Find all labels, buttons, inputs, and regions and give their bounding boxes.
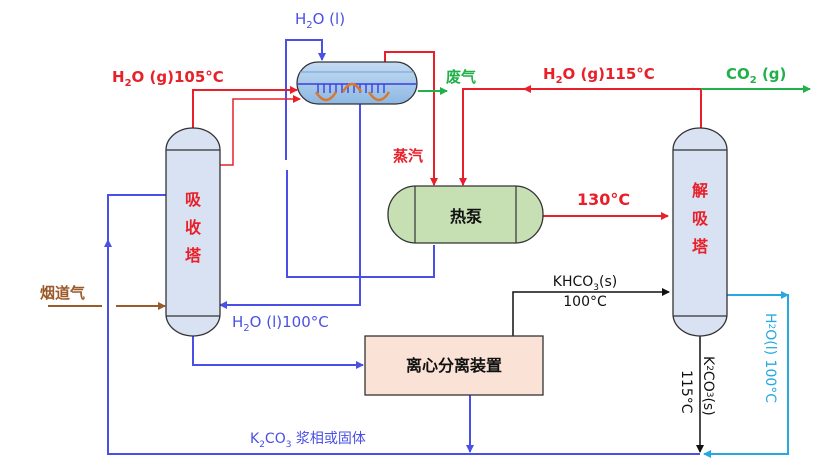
water-feed-to-condenser	[285, 39, 326, 160]
absorber-to-centrifuge-pipe	[192, 336, 364, 369]
steam-115-pipe	[459, 88, 702, 186]
h2o-liquid-100-right-label: H2O(l) 100°C	[762, 313, 778, 403]
water-100-pipe	[703, 294, 789, 458]
heat-pump-label: 热泵	[450, 207, 482, 226]
khco3-pipe	[512, 288, 670, 336]
steam-label: 蒸汽	[393, 147, 423, 165]
heat-pump-vessel	[387, 185, 544, 244]
temp-115-label: 115°C	[678, 370, 694, 414]
steam-to-heatpump-pipe-1	[384, 51, 438, 186]
h2o-gas-115-label: H2O (g)115°C	[543, 65, 655, 86]
steam-105-pipe-1	[192, 86, 298, 130]
co2-gas-label: CO2 (g)	[726, 65, 786, 86]
centrifuge-box	[364, 335, 544, 396]
khco3-label: KHCO3(s)	[553, 274, 617, 293]
h2o-gas-105-label: H2O (g)105°C	[112, 68, 224, 89]
desorber-label-2: 吸	[692, 209, 709, 228]
centrifuge-label: 离心分离装置	[406, 356, 502, 375]
k2co3-slurry-label: K2CO3 浆相或固体	[250, 431, 366, 450]
temp-100-label: 100°C	[563, 294, 607, 310]
absorber-column	[165, 127, 221, 337]
absorber-label-3: 塔	[185, 246, 202, 265]
water-return-to-absorber	[219, 103, 361, 309]
h2o-liquid-top-label: H2O (l)	[295, 10, 345, 31]
temp-130-label: 130°C	[577, 190, 630, 209]
condenser-vessel	[296, 61, 418, 105]
desorber-label-1: 解	[692, 181, 708, 200]
absorber-label-1: 吸	[185, 190, 202, 209]
exhaust-gas-label: 废气	[446, 68, 476, 86]
desorber-label-3: 塔	[692, 237, 709, 256]
h2o-liquid-100-bottom-label: H2O (l)100°C	[232, 313, 329, 334]
k2co3-solid-label: K2CO3(s)	[700, 356, 716, 416]
absorber-label-2: 收	[185, 218, 201, 237]
k2co3-return-pipe	[107, 194, 700, 455]
desorber-column	[672, 127, 728, 337]
flue-gas-label: 烟道气	[40, 284, 85, 302]
